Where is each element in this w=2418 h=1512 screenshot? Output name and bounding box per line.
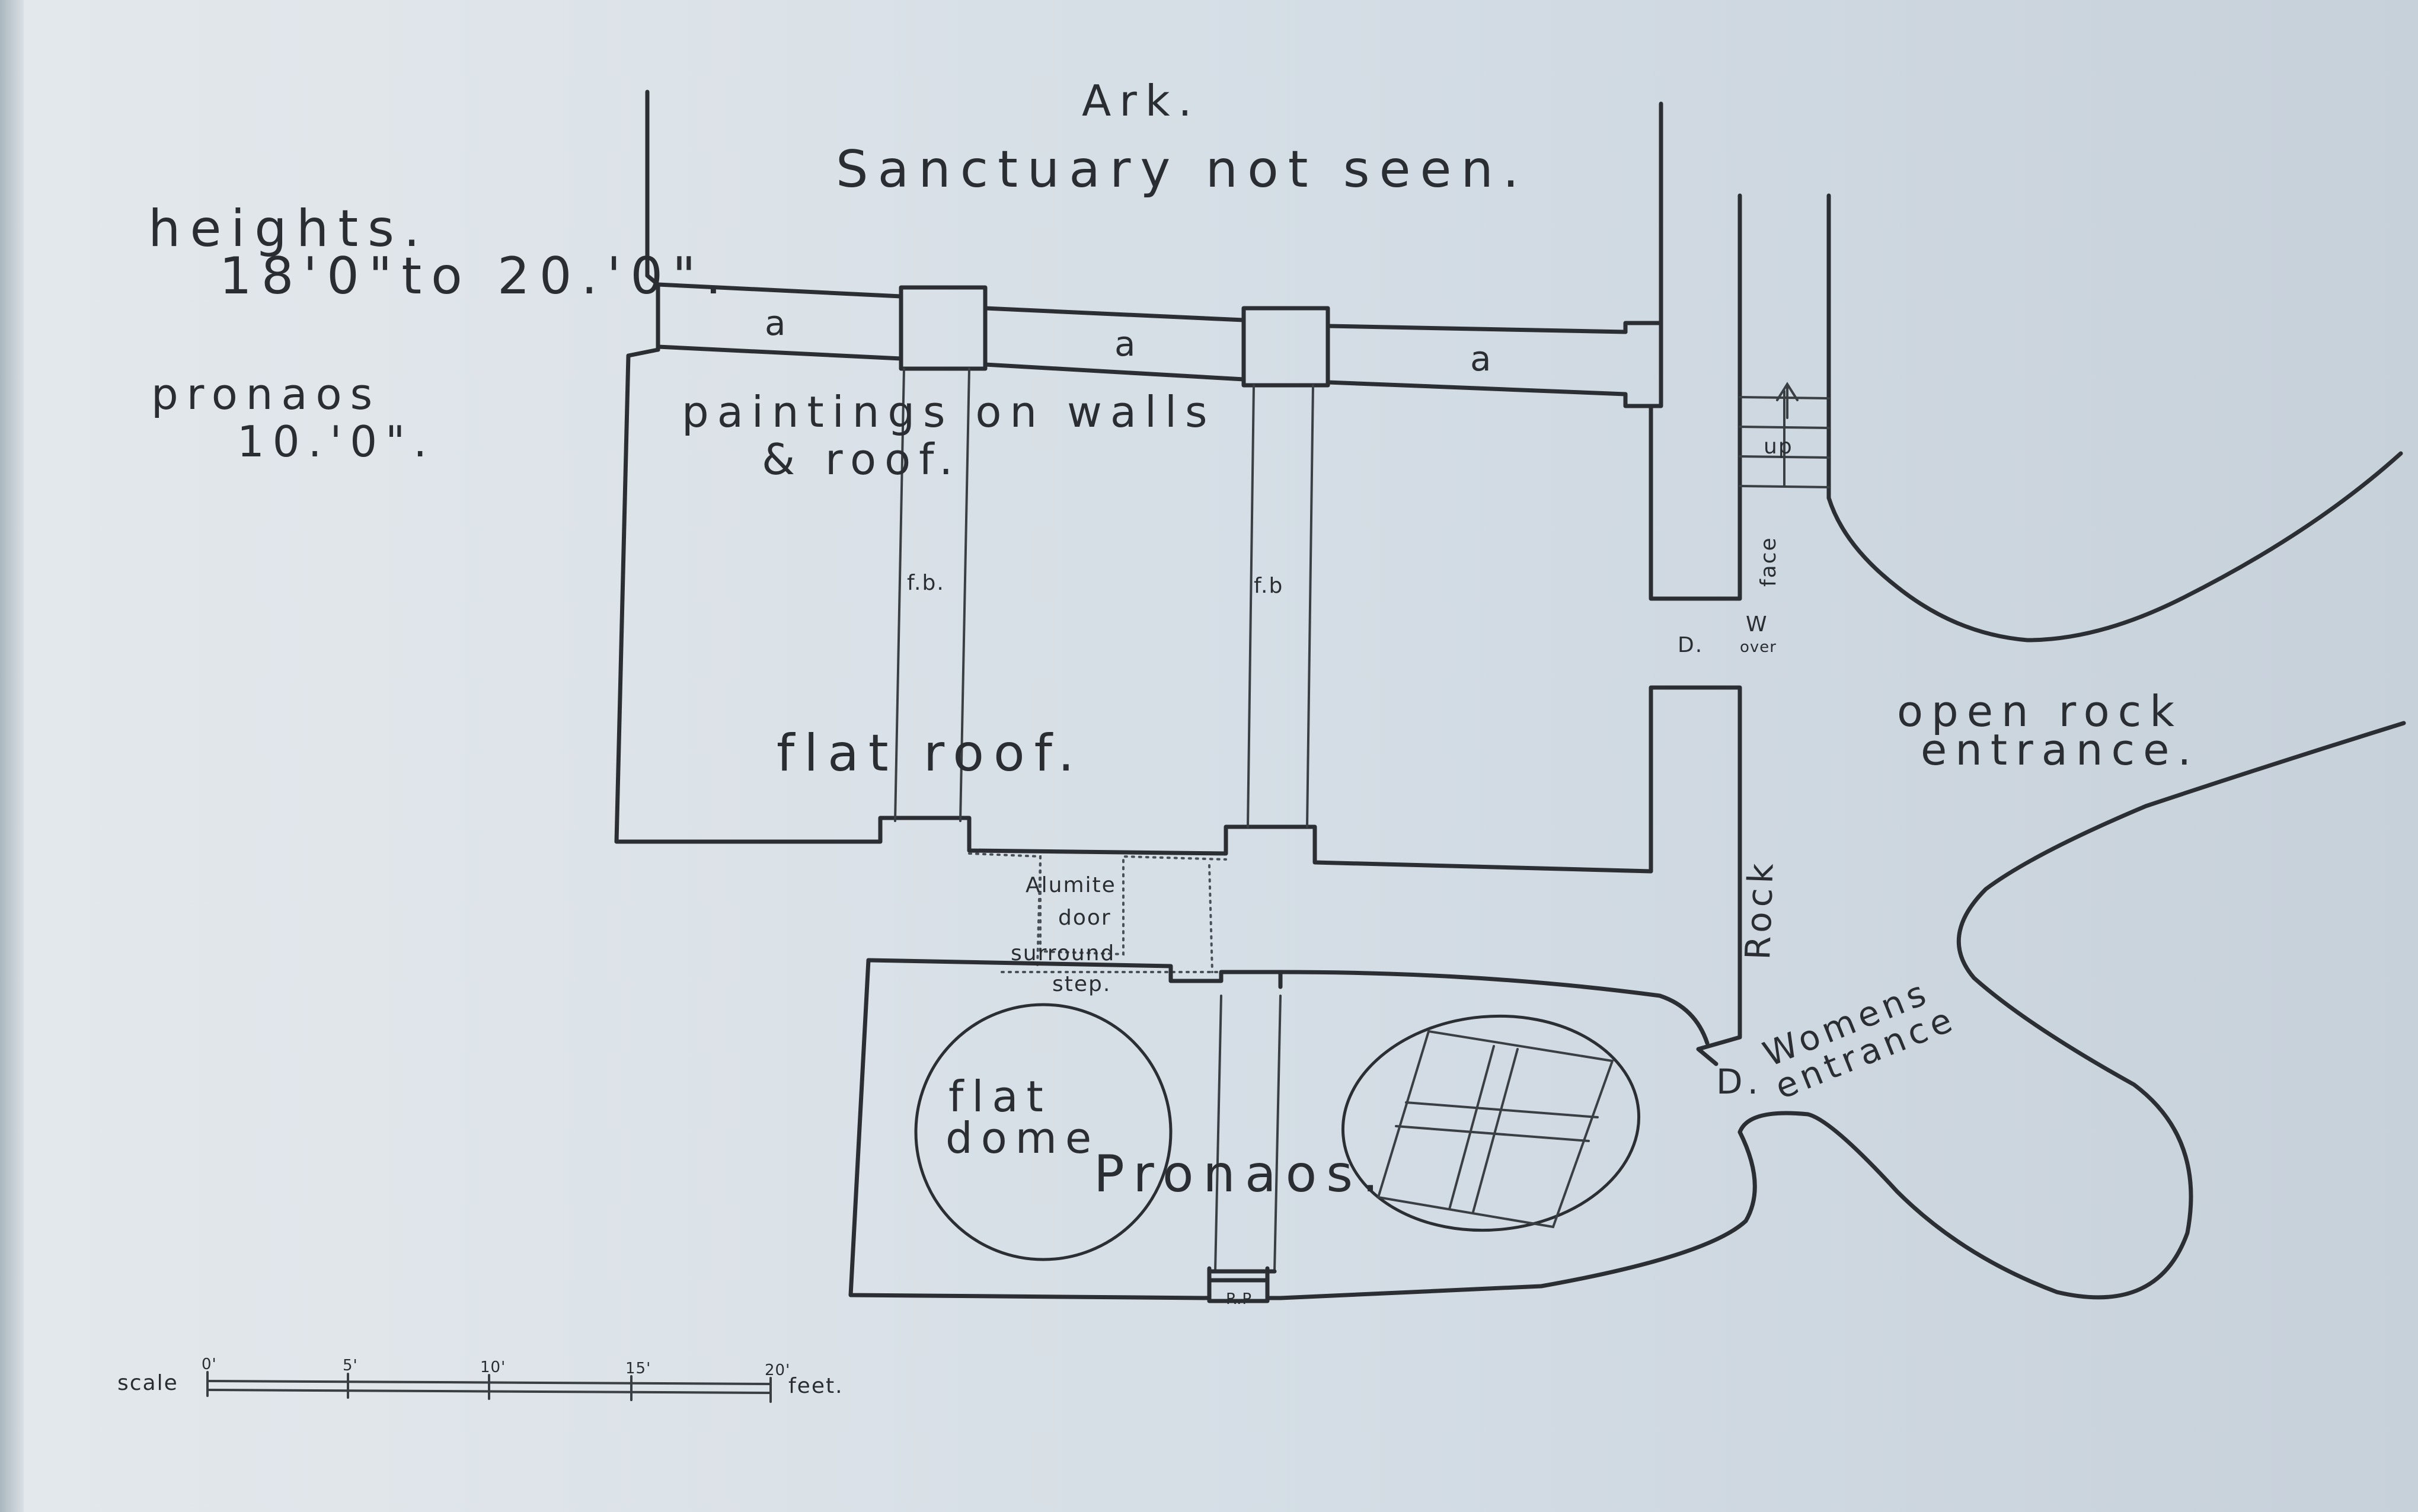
flat-dome-label-1: flat <box>948 1072 1052 1121</box>
architrave-label-a3: a <box>1470 338 1496 379</box>
sanctuary-walls <box>645 89 1663 325</box>
roof-note-label: & roof. <box>762 434 961 484</box>
up-label: up <box>1764 434 1793 459</box>
sanctuary-label: Sanctuary not seen. <box>836 140 1528 199</box>
scale-tick-0: 0' <box>202 1356 217 1373</box>
flat-dome <box>914 1003 1173 1261</box>
flat-roof-label: flat roof. <box>777 724 1084 783</box>
scale-tick-5: 5' <box>343 1357 358 1374</box>
door-label-3: surround <box>1011 941 1115 966</box>
flat-dome-label-2: dome <box>946 1113 1100 1163</box>
scale-unit: feet. <box>788 1374 844 1398</box>
up-steps <box>1739 382 1830 488</box>
w-over-label-2: over <box>1740 638 1777 656</box>
door-d2-label: D. <box>1716 1062 1763 1102</box>
paintings-label: paintings on walls <box>682 387 1216 437</box>
pillar-label-fb1: f.b. <box>907 571 945 595</box>
open-rock-label-2: entrance. <box>1921 725 2199 775</box>
scale-label: scale <box>117 1371 178 1395</box>
scale-tick-10: 10' <box>480 1358 506 1376</box>
pronaos-height-label: pronaos <box>151 369 381 419</box>
open-rock-label-1: open rock <box>1897 686 2183 736</box>
pronaos-label: Pronaos. <box>1094 1145 1388 1204</box>
main-hall <box>614 193 1831 1066</box>
heights-label: heights. <box>148 199 429 258</box>
pillar-label-fb2: f.b <box>1254 574 1283 598</box>
door-label-1: Alumite <box>1026 873 1116 897</box>
rp-label: R.P <box>1226 1290 1252 1308</box>
w-over-label-1: W <box>1746 612 1768 637</box>
pillars <box>894 367 1314 828</box>
scale-tick-20: 20' <box>765 1361 790 1379</box>
architrave-label-a1: a <box>765 303 791 343</box>
heights-value: 18'0"to 20.'0". <box>219 247 731 306</box>
pronaos-walls <box>848 958 1757 1303</box>
rock-terrain <box>1737 451 2406 1300</box>
scale-bar <box>206 1371 772 1403</box>
architrave-label-a2: a <box>1114 324 1141 364</box>
ornamental-grid <box>1341 1014 1641 1232</box>
door-label-2: door <box>1058 906 1111 930</box>
scale-tick-15: 15' <box>625 1360 651 1377</box>
ark-label: Ark. <box>1082 76 1200 126</box>
door-d1-label: D. <box>1678 633 1703 657</box>
rock-label: Rock <box>1737 858 1781 961</box>
page-edge <box>0 0 24 1512</box>
face-label: face <box>1756 536 1781 587</box>
architrave-band <box>645 273 1663 408</box>
pronaos-height-value: 10.'0". <box>237 417 435 466</box>
door-surround <box>968 852 1227 973</box>
door-label-4: step. <box>1052 972 1111 996</box>
